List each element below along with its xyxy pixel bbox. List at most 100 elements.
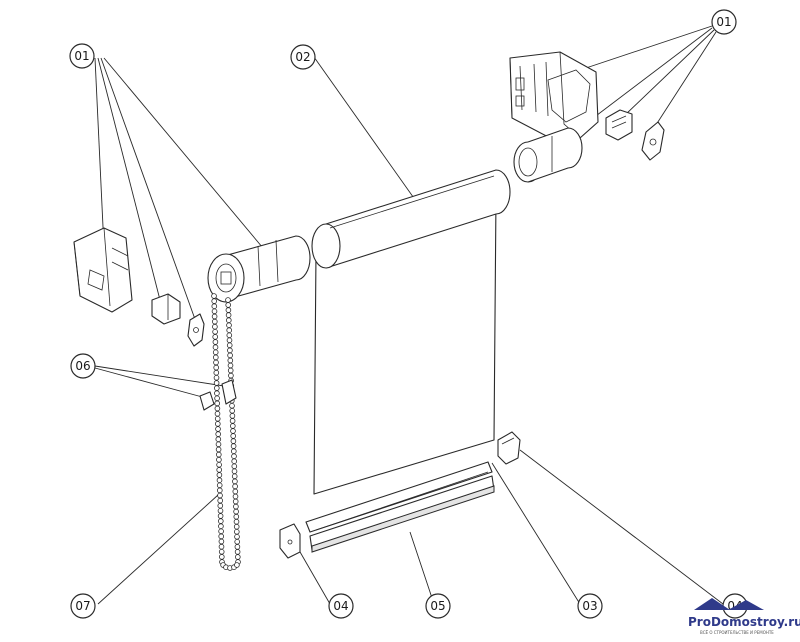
watermark-logo: ProDomostroy.ru ВСЁ О СТРОИТЕЛЬСТВЕ И РЕ… (688, 598, 800, 635)
chain-bead (218, 528, 224, 535)
watermark-brand: ProDomostroy.ru (688, 615, 800, 629)
chain-bead (232, 493, 239, 500)
chain-bead (216, 456, 222, 463)
bead-chain (211, 293, 241, 571)
chain-bead (211, 303, 218, 310)
callout-01-left-label: 01 (74, 49, 89, 63)
callout-06-label: 06 (75, 359, 90, 373)
chain-bead (213, 354, 219, 361)
chain-bead (227, 352, 233, 359)
right-idler-plug (605, 109, 633, 141)
callout-07: 07 (70, 593, 96, 619)
chain-bead (229, 413, 236, 419)
chain-bead (229, 402, 235, 409)
chain-bead (233, 518, 240, 525)
chain-bead (215, 426, 221, 432)
chain-bead (225, 302, 232, 308)
callout-03-label: 03 (582, 599, 597, 613)
chain-bead (215, 441, 222, 448)
chain-bead (214, 405, 221, 412)
left-end-cap (187, 313, 205, 347)
chain-bead (231, 458, 238, 465)
chain-bead (213, 369, 220, 376)
chain-stopper-left (199, 391, 215, 411)
chain-bead (211, 308, 218, 315)
callout-02-label: 02 (295, 50, 310, 64)
chain-bead (229, 418, 236, 424)
chain-bead (231, 453, 237, 460)
callout-03: 03 (577, 593, 603, 619)
chain-bead (218, 538, 225, 545)
chain-bead (212, 349, 219, 356)
watermark-tagline: ВСЁ О СТРОИТЕЛЬСТВЕ И РЕМОНТЕ (700, 630, 774, 635)
chain-bead (226, 337, 233, 344)
chain-bead (226, 322, 232, 329)
chain-bead (216, 472, 223, 478)
chain-bead (226, 332, 233, 339)
chain-bead (219, 554, 225, 560)
right-mounting-bracket (509, 51, 599, 141)
chain-bead (232, 478, 238, 485)
chain-bead (214, 390, 220, 397)
chain-bead (211, 298, 218, 304)
chain-bead (227, 367, 234, 374)
chain-bead (218, 533, 225, 540)
chain-bead (231, 463, 238, 470)
chain-stopper-right (221, 379, 237, 405)
chain-bead (217, 487, 223, 494)
chain-bead (225, 297, 231, 303)
callout-01-left: 01 (69, 43, 95, 69)
chain-bead (212, 318, 218, 325)
chain-bead (217, 492, 223, 499)
chain-bead (216, 482, 223, 489)
chain-bead (234, 528, 240, 535)
callout-01-right: 01 (711, 9, 737, 35)
chain-bead (234, 538, 241, 545)
chain-bead (213, 359, 219, 366)
chain-bead (232, 483, 238, 490)
chain-bead (218, 543, 225, 550)
winding-tube (311, 169, 511, 269)
chain-bead (231, 473, 238, 480)
chain-bead (233, 513, 240, 520)
callout-01-right-label: 01 (716, 15, 731, 29)
chain-bead (228, 372, 234, 379)
callout-02: 02 (290, 44, 316, 70)
chain-bead (234, 549, 241, 555)
chain-bead (230, 443, 237, 449)
chain-bead (233, 508, 239, 515)
chain-bead (214, 410, 221, 417)
chain-bead (216, 467, 223, 473)
right-end-sleeve (513, 127, 583, 183)
chain-bead (212, 323, 218, 330)
chain-bead (233, 503, 239, 510)
chain-bead (217, 507, 224, 514)
chain-bead (230, 433, 237, 439)
callout-06: 06 (70, 353, 96, 379)
chain-bead (226, 317, 232, 324)
rail-end-cap-left (279, 523, 301, 559)
chain-bead (211, 293, 217, 299)
callout-05: 05 (425, 593, 451, 619)
chain-bead (231, 468, 238, 475)
chain-bead (218, 518, 224, 524)
chain-bead (231, 448, 237, 455)
chain-bead (234, 533, 240, 540)
chain-bead (215, 431, 222, 437)
chain-bead (214, 395, 220, 402)
chain-bead (214, 385, 220, 391)
callout-07-label: 07 (75, 599, 90, 613)
callout-05-label: 05 (430, 599, 445, 613)
chain-bead (212, 339, 219, 345)
bottom-weight-rail (305, 461, 495, 553)
chain-bead (215, 446, 222, 453)
chain-bead (227, 347, 233, 354)
chain-control-mechanism (207, 235, 311, 303)
chain-bead (217, 513, 224, 519)
chain-bead (212, 328, 218, 335)
chain-bead (225, 307, 232, 313)
chain-bead (227, 357, 234, 364)
chain-bead (227, 362, 234, 369)
chain-bead (230, 428, 236, 434)
chain-bead (215, 421, 221, 427)
